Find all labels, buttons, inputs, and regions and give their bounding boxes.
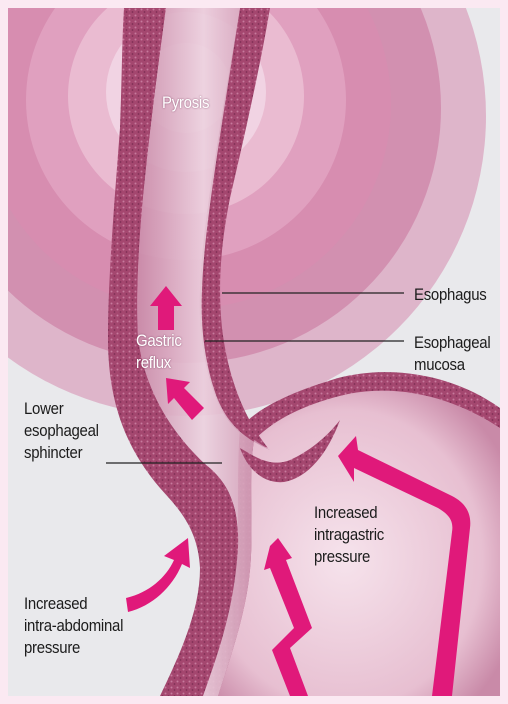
lower-esophageal-sphincter-label: Lower esophageal sphincter xyxy=(24,398,99,464)
esophageal-mucosa-label: Esophageal mucosa xyxy=(414,332,490,376)
increased-intra-abdominal-pressure-label: Increased intra-abdominal pressure xyxy=(24,593,123,659)
intra-abdominal-arrow xyxy=(126,538,190,612)
figure-frame: Pyrosis Esophagus Esophageal mucosa Gast… xyxy=(8,8,500,696)
increased-intragastric-pressure-label: Increased intragastric pressure xyxy=(314,502,384,568)
gastric-reflux-label: Gastric reflux xyxy=(136,330,182,374)
esophagus-label: Esophagus xyxy=(414,284,486,306)
pyrosis-label: Pyrosis xyxy=(162,92,209,114)
